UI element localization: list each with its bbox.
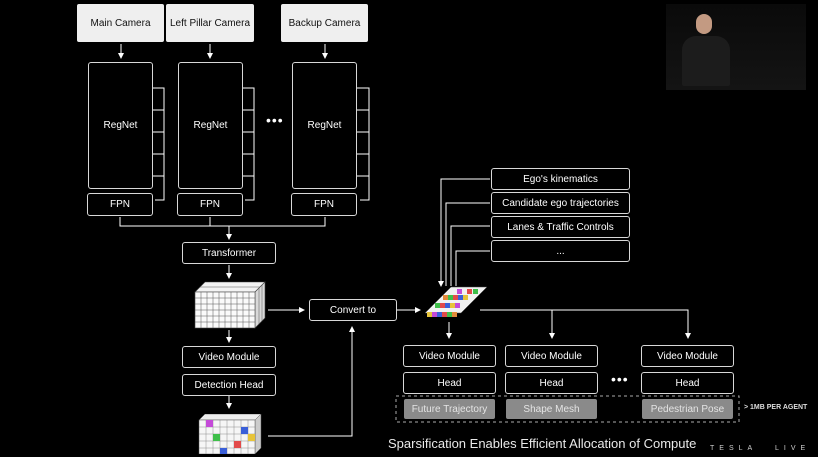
sparse-agent-block	[424, 286, 488, 317]
live-label: LIVE	[775, 445, 811, 452]
head-agent-3: Head	[641, 372, 734, 394]
regnet-backup: RegNet	[292, 62, 357, 189]
candidate-trajectories-box: Candidate ego trajectories	[491, 192, 630, 214]
speaker-head	[696, 14, 712, 34]
main-camera-box: Main Camera	[77, 4, 164, 42]
fpn-main: FPN	[87, 193, 153, 216]
head-agent-1: Head	[403, 372, 496, 394]
backup-camera-box: Backup Camera	[281, 4, 368, 42]
future-trajectory-output: Future Trajectory	[404, 399, 495, 419]
per-agent-size-label: > 1MB PER AGENT	[744, 404, 808, 411]
fpn-left-pillar: FPN	[177, 193, 243, 216]
dense-feature-cube	[194, 281, 266, 329]
speaker-body	[682, 36, 730, 86]
ego-kinematics-box: Ego's kinematics	[491, 168, 630, 190]
convert-to-box: Convert to	[309, 299, 397, 321]
shape-mesh-output: Shape Mesh	[506, 399, 597, 419]
tesla-brand: TESLA	[710, 445, 758, 452]
video-module-agent-2: Video Module	[505, 345, 598, 367]
lanes-traffic-controls-box: Lanes & Traffic Controls	[491, 216, 630, 238]
sparse-detection-grid	[198, 414, 262, 454]
video-module-left: Video Module	[182, 346, 276, 368]
regnet-left-pillar: RegNet	[178, 62, 243, 189]
fpn-backup: FPN	[291, 193, 357, 216]
video-module-agent-1: Video Module	[403, 345, 496, 367]
backbone-ellipsis: •••	[266, 112, 284, 128]
detection-head-box: Detection Head	[182, 374, 276, 396]
left-pillar-camera-box: Left Pillar Camera	[166, 4, 254, 42]
agents-ellipsis: •••	[611, 371, 629, 387]
regnet-main: RegNet	[88, 62, 153, 189]
slide-caption: Sparsification Enables Efficient Allocat…	[388, 436, 697, 451]
pedestrian-pose-output: Pedestrian Pose	[642, 399, 733, 419]
more-context-box: ...	[491, 240, 630, 262]
video-module-agent-3: Video Module	[641, 345, 734, 367]
transformer-box: Transformer	[182, 242, 276, 264]
head-agent-2: Head	[505, 372, 598, 394]
